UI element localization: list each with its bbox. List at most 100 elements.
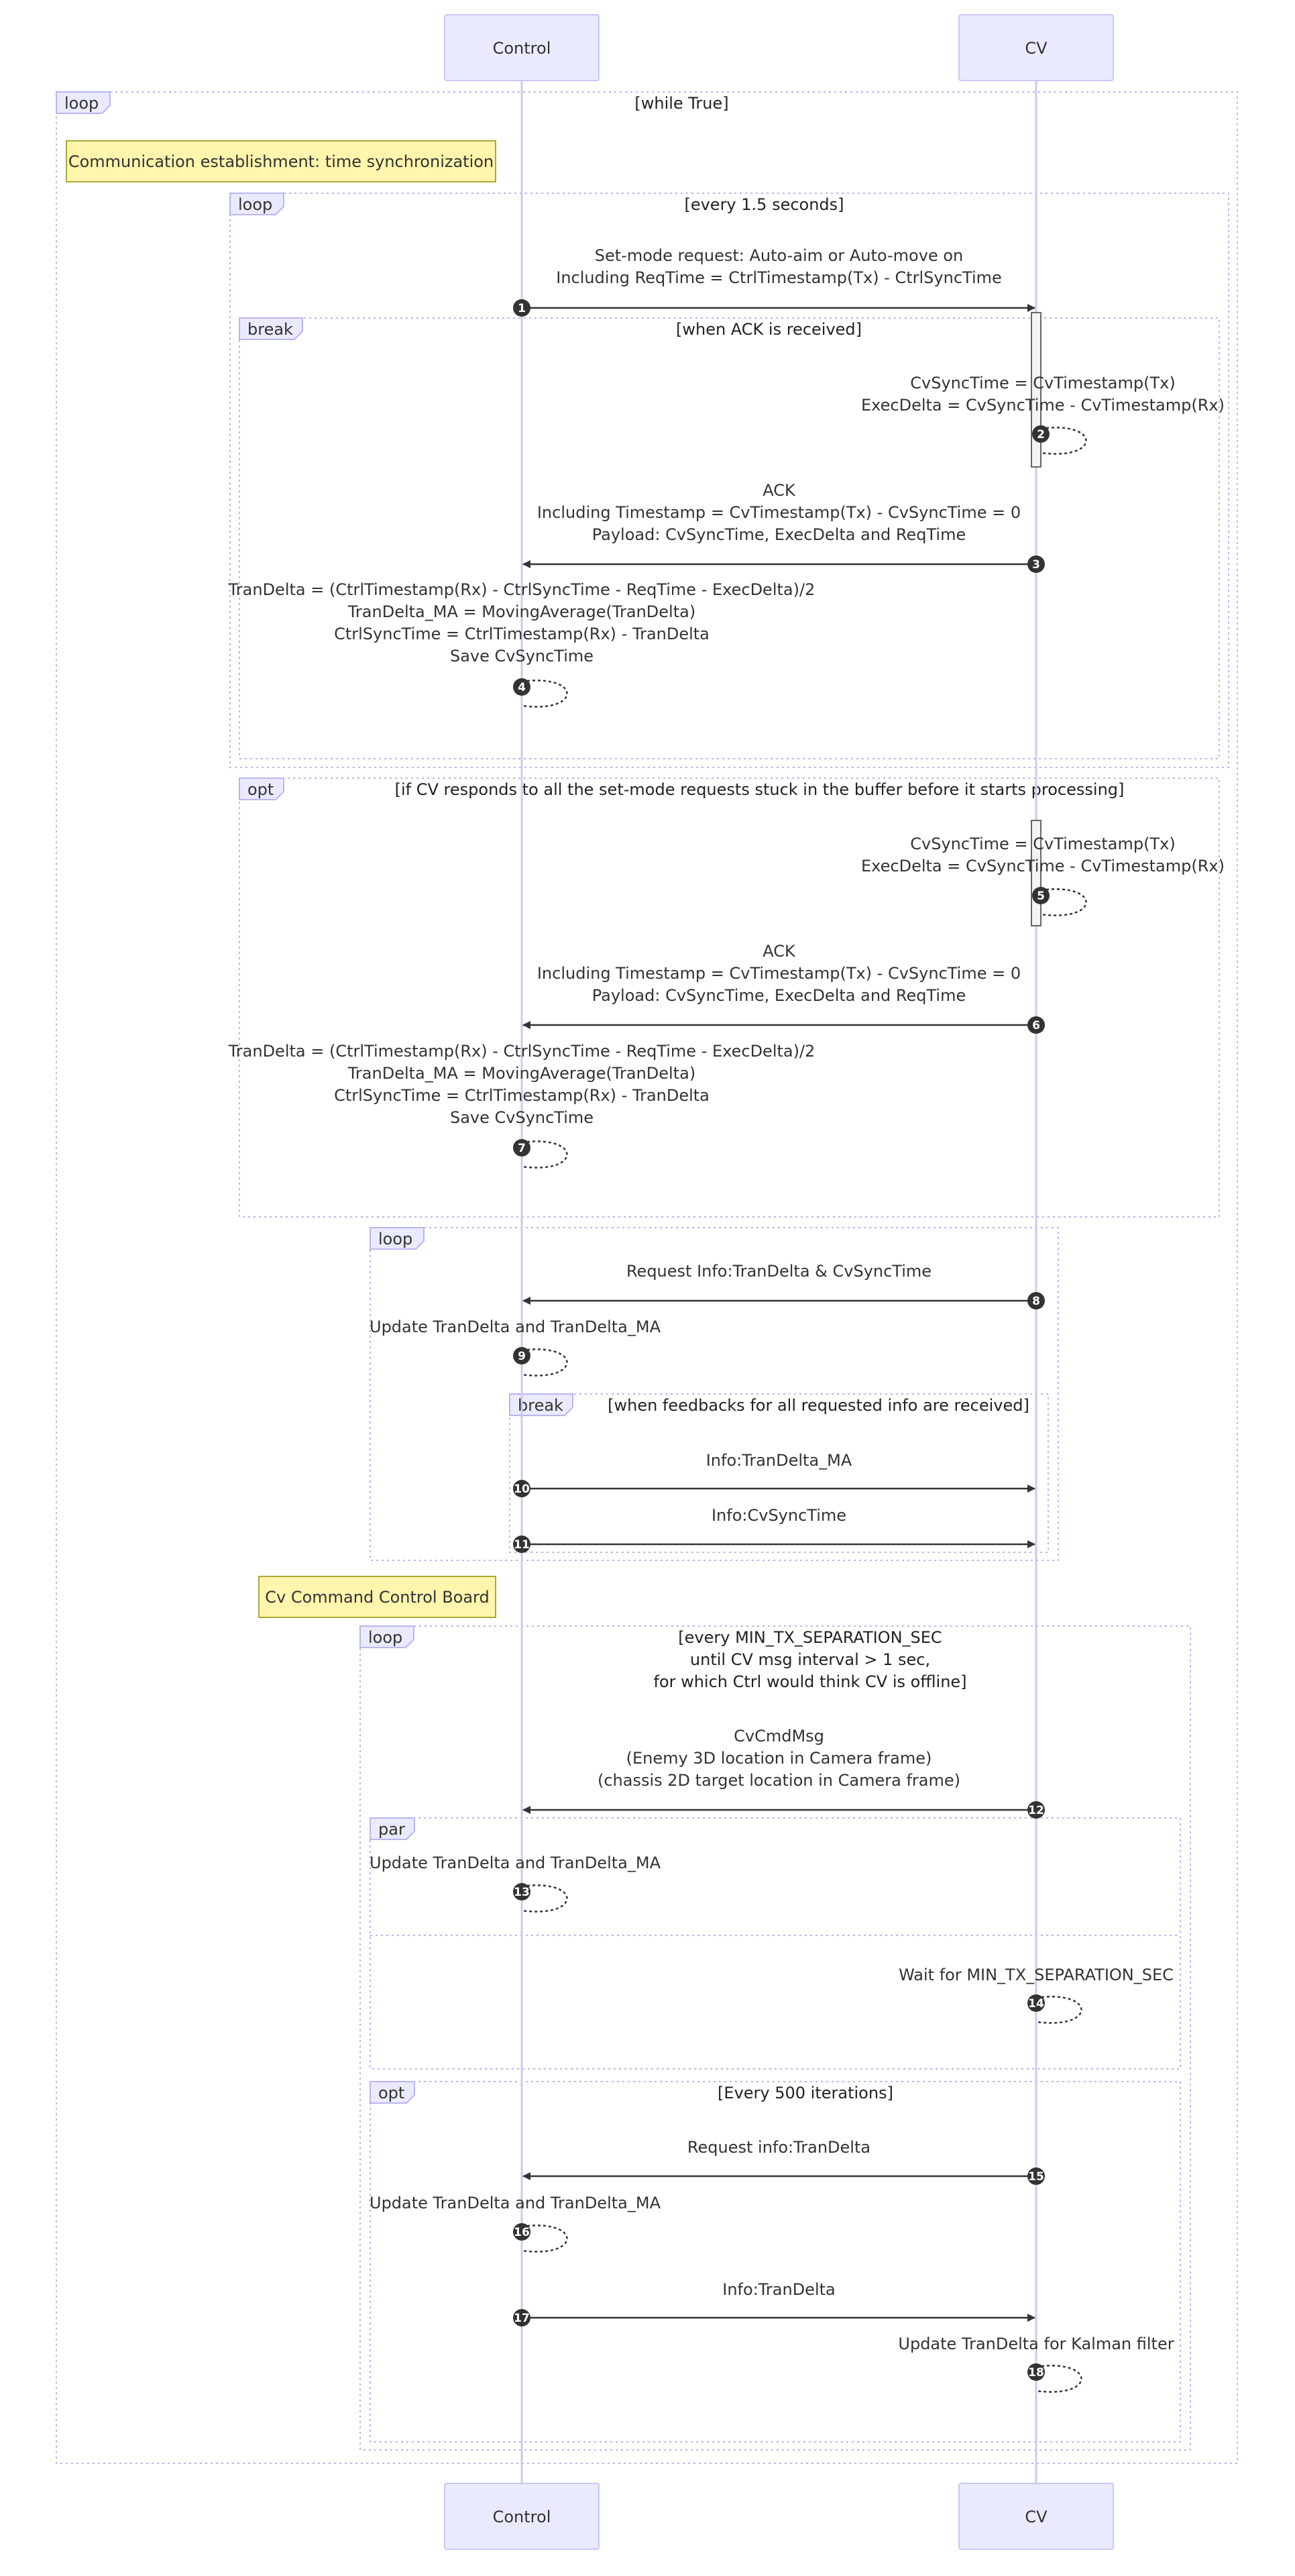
- message-18: Update TranDelta for Kalman filter 18: [898, 2334, 1174, 2393]
- self-message-loop: [521, 1140, 568, 1169]
- sequence-number-badge: [513, 2309, 530, 2326]
- frame-border: [239, 777, 1220, 1218]
- sequence-number: 5: [1037, 890, 1045, 903]
- sequence-number-badge: [1027, 1292, 1045, 1309]
- message-9: Update TranDelta and TranDelta_MA 9: [370, 1318, 661, 1377]
- frame-tab: [370, 2081, 415, 2104]
- self-message-loop: [1035, 2365, 1082, 2393]
- message-text: Wait for MIN_TX_SEPARATION_SEC: [899, 1966, 1174, 1984]
- self-message-loop: [1040, 427, 1087, 455]
- lifelines-layer: [520, 80, 1037, 2483]
- message-text: ExecDelta = CvSyncTime - CvTimestamp(Rx): [861, 857, 1225, 875]
- message-5: CvSyncTime = CvTimestamp(Tx)ExecDelta = …: [861, 835, 1225, 916]
- self-message-loop: [1035, 1996, 1082, 2024]
- message-text: Request Info:TranDelta & CvSyncTime: [626, 1262, 932, 1281]
- note: Communication establishment: time synchr…: [66, 140, 496, 182]
- message-text: CtrlSyncTime = CtrlTimestamp(Rx) - TranD…: [334, 625, 710, 643]
- frame-label: loop: [368, 1628, 402, 1647]
- frame-tab: [239, 777, 284, 800]
- frames-layer: loop[while True]loop[every 1.5 seconds]b…: [56, 91, 1238, 2464]
- frame-tab: [509, 1393, 573, 1416]
- note: Cv Command Control Board: [258, 1576, 496, 1618]
- frame-condition: [when ACK is received]: [676, 320, 862, 339]
- message-text: Set-mode request: Auto-aim or Auto-move …: [595, 246, 963, 265]
- self-message-loop: [1040, 888, 1087, 916]
- frame-condition: [when feedbacks for all requested info a…: [608, 1396, 1029, 1415]
- message-text: Including Timestamp = CvTimestamp(Tx) - …: [537, 964, 1021, 983]
- message-text: (Enemy 3D location in Camera frame): [626, 1749, 932, 1768]
- sequence-number-badge: [1032, 887, 1050, 904]
- frame-border: [56, 91, 1238, 2464]
- frame-tab: [239, 317, 303, 340]
- frame-condition: [Every 500 iterations]: [718, 2084, 893, 2102]
- sequence-number: 9: [518, 1350, 526, 1363]
- frame-label: break: [518, 1396, 563, 1415]
- sequence-number-badge: [1027, 1016, 1045, 1034]
- message-8: Request Info:TranDelta & CvSyncTime 8: [522, 1262, 1045, 1309]
- sequence-number: 8: [1032, 1295, 1040, 1308]
- sequence-number: 1: [518, 302, 526, 315]
- sequence-number-badge: [1032, 425, 1050, 443]
- message-text: Update TranDelta and TranDelta_MA: [370, 1318, 661, 1336]
- frame-opt: opt[Every 500 iterations]: [370, 2081, 1181, 2443]
- note-box: [258, 1576, 496, 1618]
- message-16: Update TranDelta and TranDelta_MA 16: [370, 2194, 661, 2253]
- sequence-number: 15: [1028, 2170, 1044, 2184]
- sequence-number-badge: [1027, 1994, 1045, 2012]
- frame-condition: [every 1.5 seconds]: [684, 195, 844, 214]
- actor-box: [958, 2483, 1114, 2550]
- sequence-number: 17: [514, 2312, 530, 2325]
- message-text: TranDelta = (CtrlTimestamp(Rx) - CtrlSyn…: [228, 580, 815, 599]
- actor-label: CV: [1025, 2508, 1048, 2526]
- frame-label: opt: [247, 780, 274, 799]
- message-text: Info:TranDelta_MA: [706, 1451, 852, 1470]
- message-text: Update TranDelta and TranDelta_MA: [370, 1854, 661, 1872]
- message-text: TranDelta_MA = MovingAverage(TranDelta): [347, 1064, 695, 1083]
- sequence-number: 11: [514, 1538, 530, 1552]
- frame-condition: until CV msg interval > 1 sec,: [690, 1650, 930, 1669]
- frame-loop: loop [while True]: [56, 91, 1238, 2464]
- frame-condition: [if CV responds to all the set-mode requ…: [395, 780, 1125, 799]
- self-message-loop: [521, 1348, 568, 1377]
- message-text: TranDelta = (CtrlTimestamp(Rx) - CtrlSyn…: [228, 1042, 815, 1061]
- frame-condition: [while True]: [634, 94, 728, 113]
- frame-tab: [229, 193, 284, 215]
- sequence-number: 18: [1028, 2366, 1044, 2379]
- sequence-number: 16: [514, 2226, 530, 2239]
- actor-label: Control: [493, 39, 551, 58]
- sequence-number-badge: [513, 1536, 530, 1553]
- note-text: Cv Command Control Board: [265, 1588, 490, 1607]
- frame-border: [229, 193, 1229, 768]
- sequence-number: 10: [514, 1483, 530, 1496]
- sequence-number: 12: [1028, 1804, 1044, 1817]
- frame-break: break [when feedbacks for all requested i…: [509, 1393, 1049, 1553]
- actor-cv-top: CV: [958, 14, 1114, 81]
- message-text: Payload: CvSyncTime, ExecDelta and ReqTi…: [592, 525, 966, 544]
- frame-loop: loop[every 1.5 seconds]: [229, 193, 1229, 768]
- actor-label: CV: [1025, 39, 1048, 58]
- sequence-number: 3: [1032, 558, 1040, 572]
- message-text: CvSyncTime = CvTimestamp(Tx): [910, 374, 1175, 392]
- message-text: Save CvSyncTime: [450, 1108, 594, 1127]
- message-4: TranDelta = (CtrlTimestamp(Rx) - CtrlSyn…: [228, 580, 815, 708]
- sequence-number-badge: [513, 1480, 530, 1497]
- sequence-number: 7: [518, 1142, 526, 1155]
- actor-control-top: Control: [444, 14, 600, 81]
- sequence-number-badge: [1027, 2363, 1045, 2381]
- self-message-loop: [521, 2224, 568, 2253]
- message-text: CtrlSyncTime = CtrlTimestamp(Rx) - TranD…: [334, 1086, 710, 1105]
- sequence-number-badge: [513, 299, 530, 317]
- sequence-number: 6: [1032, 1019, 1040, 1032]
- frame-border: [239, 317, 1220, 759]
- frame-label: loop: [64, 94, 99, 113]
- message-text: Update TranDelta for Kalman filter: [898, 2334, 1174, 2353]
- actor-control-bottom: Control: [444, 2483, 600, 2550]
- message-text: Update TranDelta and TranDelta_MA: [370, 2194, 661, 2212]
- actor-box: [444, 2483, 600, 2550]
